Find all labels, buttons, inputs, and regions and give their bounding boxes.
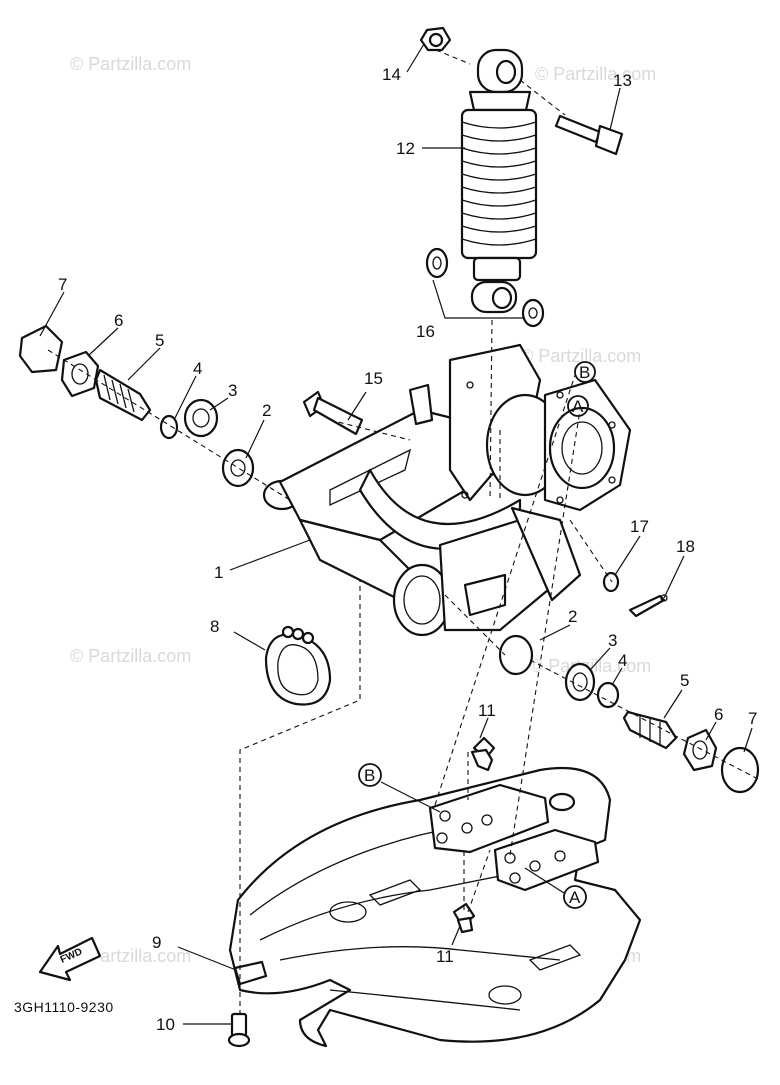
bracket-9 <box>233 960 268 986</box>
watermark: © Partzilla.com <box>70 54 191 74</box>
nut-6-left <box>60 350 100 398</box>
collar-4-right <box>596 681 620 709</box>
callout-2-right: 2 <box>568 607 577 626</box>
watermark: © Partzilla.com <box>520 346 641 366</box>
left-pivot-hardware <box>18 324 255 488</box>
chain-guide-8 <box>264 625 332 706</box>
frame-skid-plate <box>228 766 642 1048</box>
watermark: © Partzilla.com <box>70 646 191 666</box>
watermark: © Partzilla.com <box>535 64 656 84</box>
callout-9: 9 <box>152 933 161 952</box>
callout-5-right: 5 <box>680 671 689 690</box>
callout-16: 16 <box>416 322 435 341</box>
callout-17: 17 <box>630 517 649 536</box>
callout-4-right: 4 <box>618 651 627 670</box>
ref-mark-b: B <box>579 363 590 382</box>
axle-housing-lower <box>392 506 582 637</box>
callout-6-right: 6 <box>714 705 723 724</box>
callout-10: 10 <box>156 1015 175 1034</box>
watermark: © Partzilla.com <box>70 946 191 966</box>
right-pivot-hardware <box>498 571 760 794</box>
collar-4-left <box>159 414 179 440</box>
callout-15: 15 <box>364 369 383 388</box>
swingarm <box>262 343 632 637</box>
nut-6-right <box>682 728 718 772</box>
washer-17 <box>602 571 620 593</box>
pivot-bolt-15 <box>302 390 364 436</box>
callout-13: 13 <box>613 71 632 90</box>
cap-7-left <box>18 324 64 374</box>
callout-11-lower: 11 <box>436 947 454 966</box>
callout-6-left: 6 <box>114 311 123 330</box>
callout-8: 8 <box>210 617 219 636</box>
reference-marks-frame: B A <box>358 763 587 909</box>
callout-14: 14 <box>382 65 401 84</box>
callout-4-left: 4 <box>193 359 202 378</box>
callout-2-left: 2 <box>262 401 271 420</box>
bearing-2-right <box>498 634 534 676</box>
ref-mark-a: A <box>569 888 581 907</box>
callout-7-right: 7 <box>748 709 757 728</box>
cotter-pin-18 <box>628 594 666 618</box>
callout-3-right: 3 <box>608 631 617 650</box>
diagram-code: 3GH1110-9230 <box>14 999 114 1015</box>
fwd-arrow: FWD <box>38 936 102 982</box>
callout-12: 12 <box>396 139 415 158</box>
watermark: © Partzilla.com <box>530 656 651 676</box>
callout-labels: 14 13 12 16 15 7 6 5 4 3 2 1 8 17 18 2 3… <box>58 65 757 1034</box>
callout-3-left: 3 <box>228 381 237 400</box>
washer-16 <box>425 247 545 328</box>
callout-11-upper: 11 <box>478 701 496 720</box>
callout-5-left: 5 <box>155 331 164 350</box>
ref-mark-a: A <box>572 397 584 416</box>
ref-mark-b: B <box>364 766 375 785</box>
bolt-11-upper <box>470 736 496 772</box>
shock-spring <box>460 108 538 260</box>
callout-1: 1 <box>214 563 223 582</box>
leader-lines <box>39 43 753 1025</box>
bearing-2-left <box>221 448 255 488</box>
reference-marks-hub: B A <box>567 361 596 417</box>
assembly-lines <box>47 49 761 1015</box>
callout-18: 18 <box>676 537 695 556</box>
oil-seal-3-left <box>183 398 219 438</box>
bolt-10 <box>227 1012 251 1048</box>
callout-7-left: 7 <box>58 275 67 294</box>
mount-plate-b <box>428 783 550 854</box>
oil-seal-3-right <box>564 662 596 702</box>
bolt-13 <box>554 114 624 156</box>
nut-14 <box>419 26 452 52</box>
mount-plate-a <box>493 828 600 892</box>
rear-shock-absorber <box>460 48 538 314</box>
